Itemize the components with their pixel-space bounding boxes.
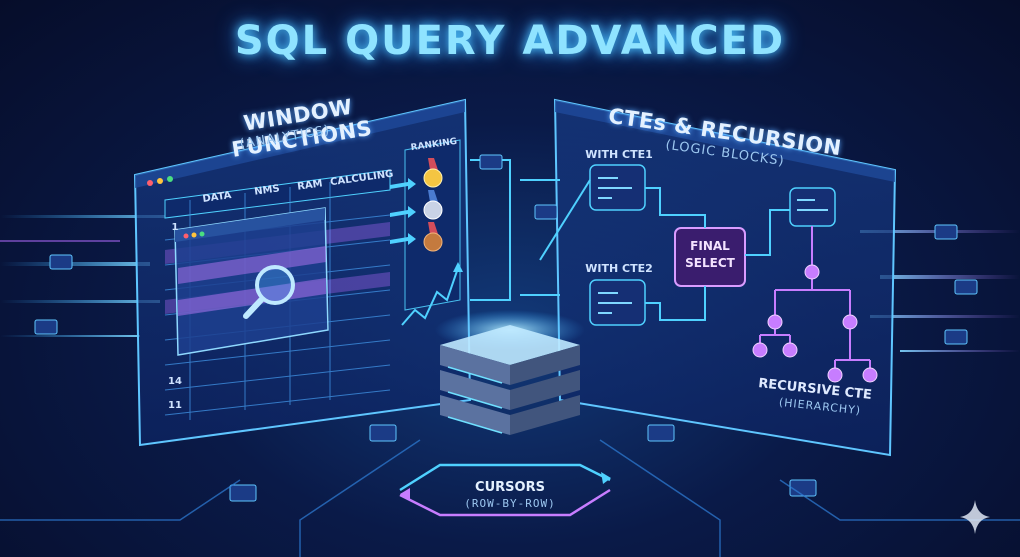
cte-recursion-panel: [553, 98, 897, 457]
cursors-title: CURSORS: [475, 480, 545, 495]
final-select-line-1: FINAL: [690, 239, 730, 253]
cte1-label: WITH CTE1: [585, 148, 653, 161]
circuit-lines: [0, 439, 1020, 557]
page-title: SQL QUERY ADVANCED: [234, 18, 786, 64]
database-server-icon: [440, 325, 580, 435]
row-number: 14: [168, 376, 182, 387]
final-select-line-2: SELECT: [685, 256, 735, 270]
row-number: 11: [168, 400, 182, 411]
magnifier-icon: [243, 265, 295, 319]
row-number: 1: [171, 222, 179, 233]
sparkle-icon: [960, 500, 990, 534]
magnifier-window: [174, 207, 329, 356]
gold-medal-icon: [423, 158, 443, 188]
cursor-loop: [399, 463, 611, 517]
cursors-subtitle: (ROW-BY-ROW): [464, 497, 556, 510]
final-select-label: FINAL SELECT: [675, 238, 745, 272]
silver-medal-icon: [423, 190, 443, 220]
left-light-beams: [0, 215, 170, 337]
floating-cards: [34, 154, 978, 502]
bronze-medal-icon: [423, 222, 443, 252]
cte2-label: WITH CTE2: [585, 262, 653, 275]
